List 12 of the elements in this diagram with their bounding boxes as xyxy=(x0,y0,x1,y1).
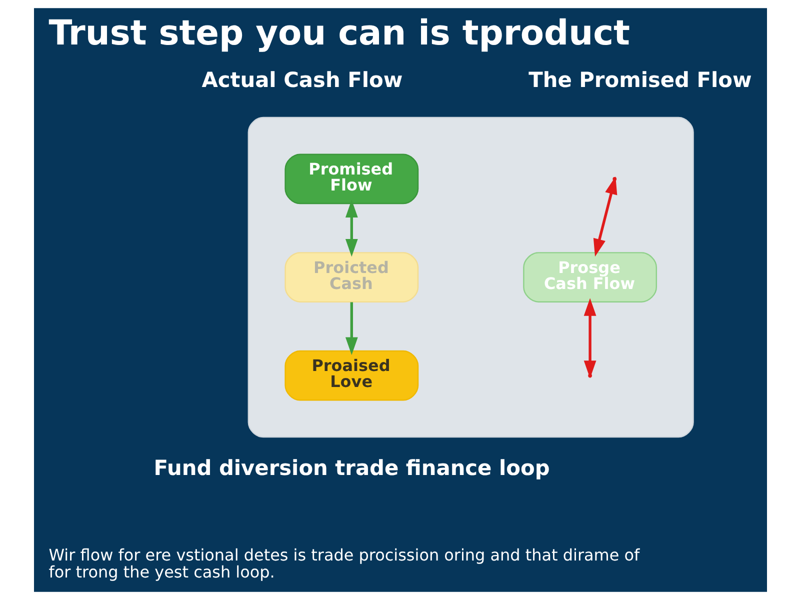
cluster xyxy=(247,116,694,438)
node-box: Promised Flow xyxy=(284,154,418,204)
node-box: Proaised Love xyxy=(284,350,418,401)
label: Fund diversion trade finance loop xyxy=(153,456,550,480)
label: The Promised Flow xyxy=(528,68,752,92)
node-box: Proicted Cash xyxy=(284,252,418,302)
label: Actual Cash Flow xyxy=(201,68,402,92)
arrow xyxy=(344,200,358,257)
diagram-title: Trust step you can is tproduct xyxy=(48,13,630,54)
arrow xyxy=(344,302,358,356)
node-box: Prosge Cash Flow xyxy=(522,252,657,302)
label: Wir flow for ere vstional detes is trade procission oring and that dirame of for trong the yest cash loop. xyxy=(48,545,640,582)
